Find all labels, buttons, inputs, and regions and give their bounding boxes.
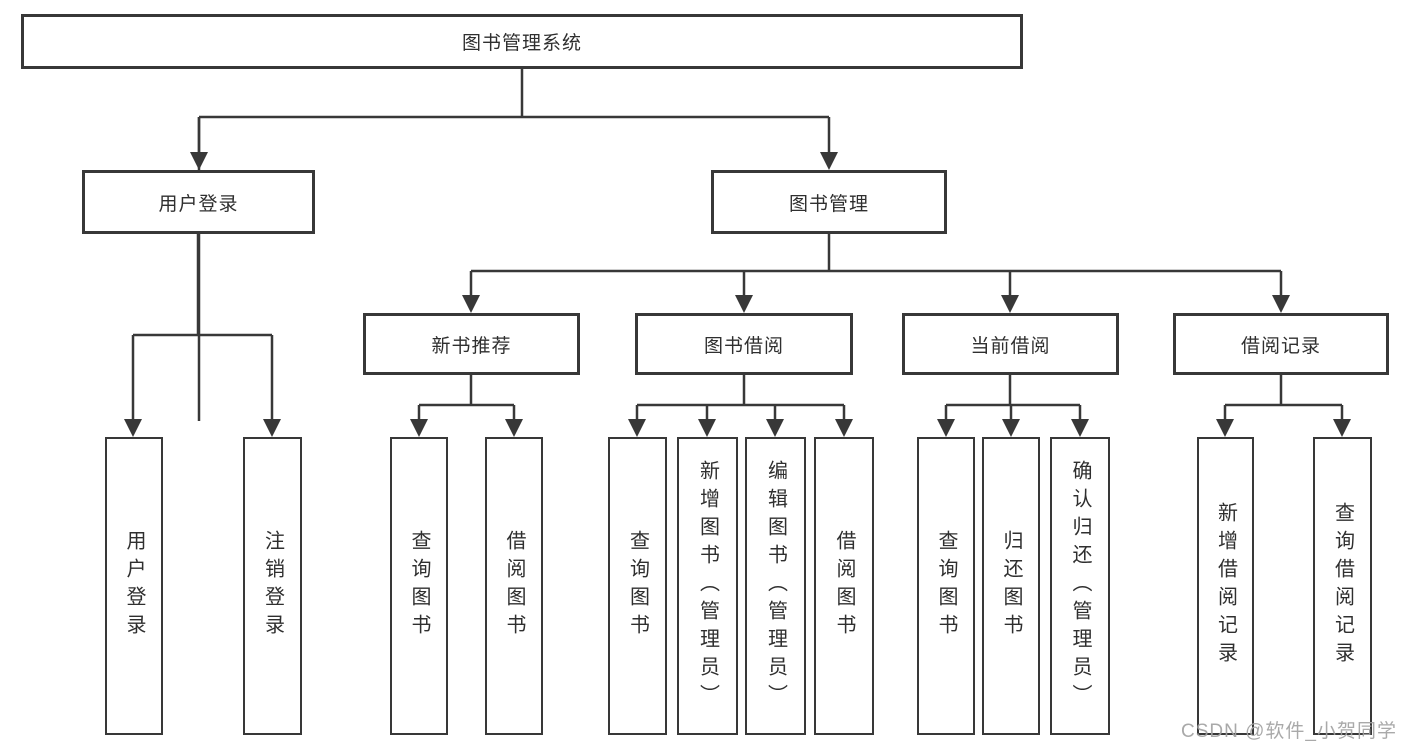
leaf-edit-books-admin: 编辑图书（管理员） xyxy=(745,437,806,735)
leaf-borrow-books-label: 借阅图书 xyxy=(833,530,855,642)
leaf-query-books-borrow: 查询图书 xyxy=(608,437,667,735)
leaf-borrow-books-recommend: 借阅图书 xyxy=(485,437,543,735)
connector-borrow-records xyxy=(1223,374,1344,421)
leaf-return-books-label: 归还图书 xyxy=(1000,530,1022,642)
csdn-watermark: CSDN @软件_小贺同学 xyxy=(1181,721,1397,742)
leaf-query-borrow-record-label: 查询借阅记录 xyxy=(1331,502,1354,670)
leaf-logout-label: 注销登录 xyxy=(261,530,284,642)
leaf-borrow-books: 借阅图书 xyxy=(814,437,874,735)
leaf-query-books-current-label: 查询图书 xyxy=(935,530,957,642)
node-user-login-label: 用户登录 xyxy=(158,193,239,215)
node-user-login: 用户登录 xyxy=(82,170,315,234)
leaf-query-books-borrow-label: 查询图书 xyxy=(626,530,649,642)
leaf-query-books-current: 查询图书 xyxy=(917,437,975,735)
node-book-management: 图书管理 xyxy=(711,170,947,234)
node-root: 图书管理系统 xyxy=(21,14,1023,69)
node-book-borrow-label: 图书借阅 xyxy=(703,335,784,357)
leaf-borrow-books-recommend-label: 借阅图书 xyxy=(503,530,525,642)
node-current-borrow-label: 当前借阅 xyxy=(970,335,1051,357)
connector-book-management xyxy=(469,233,1283,297)
leaf-add-borrow-record-label: 新增借阅记录 xyxy=(1214,502,1237,670)
connector-new-book xyxy=(417,374,516,421)
leaf-confirm-return-admin-label: 确认归还（管理员） xyxy=(1069,460,1091,712)
leaf-user-login: 用户登录 xyxy=(105,437,163,735)
connector-book-borrow xyxy=(635,374,846,421)
node-new-book-recommend: 新书推荐 xyxy=(363,313,580,375)
node-book-borrow: 图书借阅 xyxy=(635,313,853,375)
node-book-management-label: 图书管理 xyxy=(788,193,869,215)
leaf-query-books-recommend-label: 查询图书 xyxy=(408,530,430,642)
connector-current-borrow xyxy=(944,374,1082,421)
node-new-book-recommend-label: 新书推荐 xyxy=(431,335,512,357)
node-borrow-records: 借阅记录 xyxy=(1173,313,1389,375)
leaf-edit-books-admin-label: 编辑图书（管理员） xyxy=(764,460,787,712)
leaf-add-books-admin-label: 新增图书（管理员） xyxy=(696,460,719,712)
node-borrow-records-label: 借阅记录 xyxy=(1240,335,1321,357)
leaf-add-books-admin: 新增图书（管理员） xyxy=(677,437,738,735)
leaf-user-login-label: 用户登录 xyxy=(123,530,145,642)
leaf-confirm-return-admin: 确认归还（管理员） xyxy=(1050,437,1110,735)
leaf-add-borrow-record: 新增借阅记录 xyxy=(1197,437,1254,735)
node-current-borrow: 当前借阅 xyxy=(902,313,1119,375)
node-root-label: 图书管理系统 xyxy=(461,33,582,54)
connector-user-login xyxy=(131,233,274,421)
leaf-logout: 注销登录 xyxy=(243,437,302,735)
leaf-query-books-recommend: 查询图书 xyxy=(390,437,448,735)
leaf-return-books: 归还图书 xyxy=(982,437,1040,735)
leaf-query-borrow-record: 查询借阅记录 xyxy=(1313,437,1372,735)
